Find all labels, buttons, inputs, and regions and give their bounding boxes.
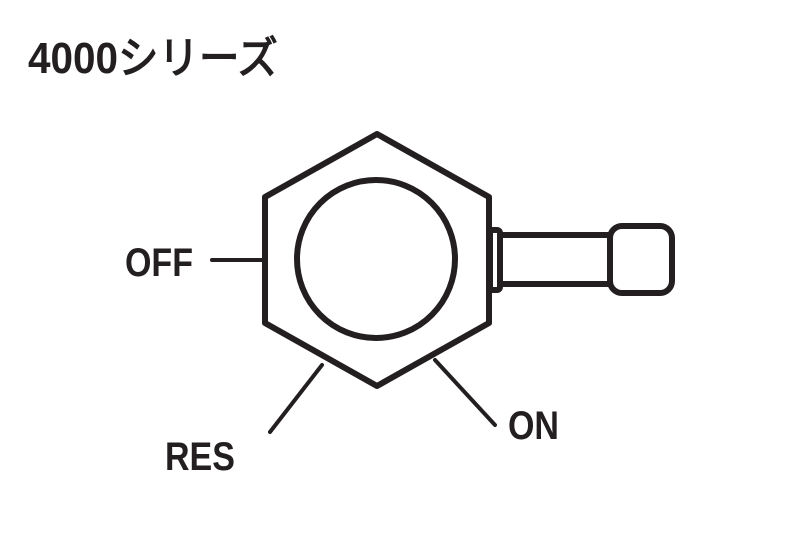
nozzle-tube: [497, 232, 615, 287]
on-label: ON: [508, 402, 559, 447]
series-title: 4000シリーズ: [28, 33, 278, 82]
nozzle-cap: [607, 223, 675, 296]
valve-circle: [294, 177, 458, 341]
res-leader-line: [268, 363, 324, 434]
on-leader-line: [433, 358, 497, 427]
off-label: OFF: [125, 239, 193, 284]
res-label: RES: [165, 433, 235, 478]
hexagon-valve-body: [262, 131, 492, 389]
